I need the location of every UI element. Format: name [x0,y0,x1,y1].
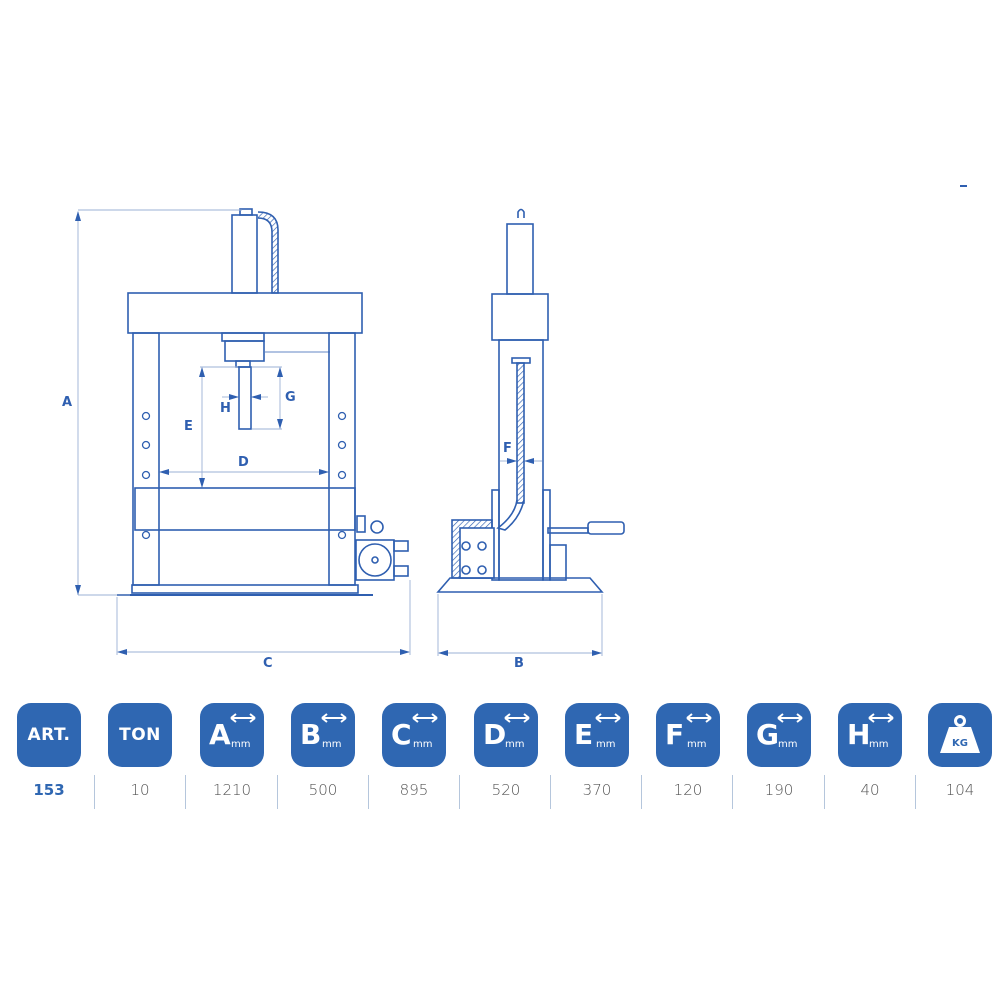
front-view [117,208,409,596]
divider [732,775,733,809]
divider [824,775,825,809]
unit-label: mm [231,739,251,750]
horizontal-arrow-icon [686,713,712,723]
front-dimension-lines [75,209,411,655]
unit-label: mm [413,739,433,750]
dimension-letter: A [209,718,231,751]
dim-label-g: G [285,390,296,405]
unit-label: mm [322,739,342,750]
divider [185,775,186,809]
divider [915,775,916,809]
front-dimension-labels: A C D E G H [62,390,296,671]
dim-label-c: C [263,656,273,671]
spec-col-weight: KG 104 [914,703,1000,799]
horizontal-arrow-icon [777,713,803,723]
unit-label: mm [778,739,798,750]
dimension-letter: E [574,718,594,751]
divider [368,775,369,809]
divider [641,775,642,809]
art-tile: ART. [17,703,81,767]
svg-text:KG: KG [952,738,968,749]
unit-label: mm [687,739,707,750]
dimension-letter: F [665,718,685,751]
dimension-letter: H [847,718,871,751]
weight-kg-icon: KG [940,715,980,753]
ton-label: TON [119,725,161,745]
dimension-letter: C [391,718,412,751]
dimension-g-value: 190 [764,781,794,799]
dim-label-f: F [503,441,512,456]
dim-label-d: D [238,455,249,470]
unit-label: mm [505,739,525,750]
dimension-f-value: 120 [673,781,703,799]
dim-label-b: B [514,656,524,671]
dimension-b-value: 500 [308,781,338,799]
unit-label: mm [869,739,889,750]
horizontal-arrow-icon [230,713,256,723]
dimension-d-value: 520 [491,781,521,799]
divider [459,775,460,809]
dimension-h-value: 40 [860,781,880,799]
horizontal-arrow-icon [412,713,438,723]
weight-value: 104 [945,781,975,799]
ton-value: 10 [130,781,150,799]
spec-col-art: ART. 153 [3,703,95,799]
press-technical-drawing: A C D E G H B F [62,185,967,671]
side-view [436,208,625,593]
horizontal-arrow-icon [321,713,347,723]
divider [94,775,95,809]
dim-label-a: A [62,395,72,410]
divider [277,775,278,809]
dimension-letter: G [756,718,779,751]
art-label: ART. [27,725,71,745]
dimension-c-value: 895 [399,781,429,799]
dim-label-e: E [184,419,193,434]
horizontal-arrow-icon [595,713,621,723]
divider [550,775,551,809]
ton-tile: TON [108,703,172,767]
weight-tile: KG [928,703,992,767]
horizontal-arrow-icon [504,713,530,723]
dimension-letter: B [300,718,322,751]
spec-col-ton: TON 10 [94,703,186,799]
dimension-letter: D [483,718,507,751]
horizontal-arrow-icon [868,713,894,723]
side-dimension-labels: B F [503,441,524,671]
art-value: 153 [33,781,65,799]
dimension-a-value: 1210 [212,781,252,799]
dim-label-h: H [220,401,231,416]
unit-label: mm [596,739,616,750]
side-dimension-lines [437,458,603,656]
dimension-e-value: 370 [582,781,612,799]
